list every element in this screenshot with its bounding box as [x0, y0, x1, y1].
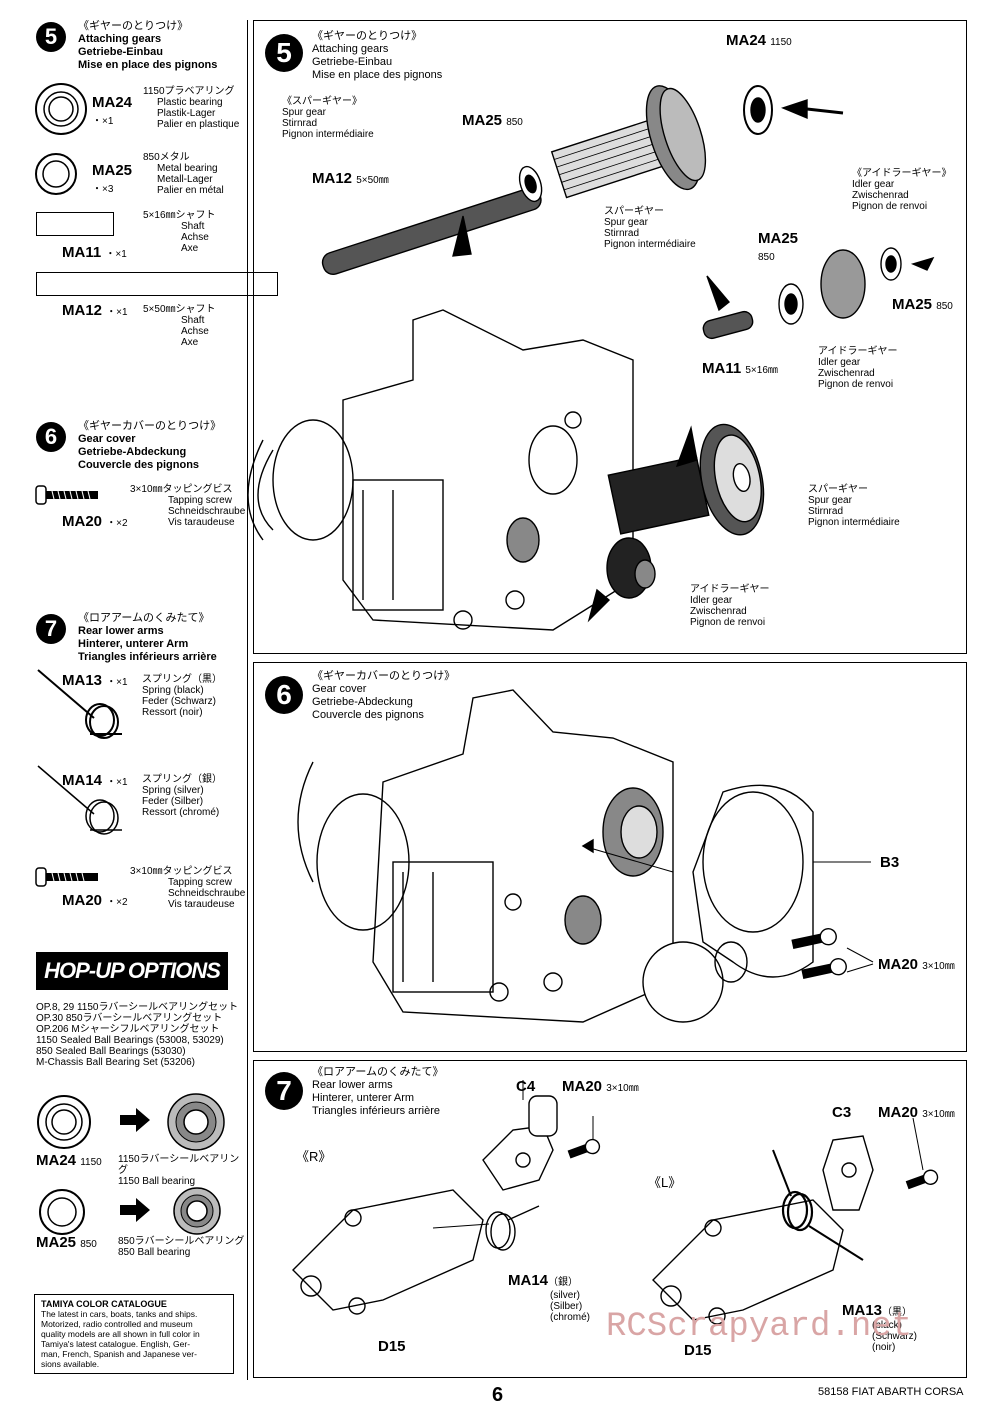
hopup-ma25-desc: 850ラバーシールベアリング 850 Ball bearing [118, 1236, 245, 1258]
step-7-badge: 7 [36, 614, 66, 644]
part-ma12-desc: 5×50㎜シャフト Shaft Achse Axe [143, 304, 216, 348]
panel-5-illustration [247, 85, 935, 631]
p7-c4-label: C4 [516, 1078, 536, 1095]
panel-7-illustration [292, 1080, 939, 1325]
bearing-ma25-icon [39, 1189, 85, 1235]
panel-5-badge: 5 [265, 34, 303, 72]
step-5-fr-title: Mise en place des pignons [78, 59, 218, 71]
p6-b3-label: B3 [880, 854, 900, 871]
p7-l-label: 《L》 [648, 1175, 682, 1190]
p7-d15b-label: D15 [684, 1342, 712, 1359]
p7-ma14-label: MA14（銀） (silver) (Silber) (chromé) [508, 1272, 591, 1323]
screw-ma20-icon [35, 485, 98, 505]
bearing-ma24-icon [35, 83, 87, 135]
catalogue-title: TAMIYA COLOR CATALOGUE [41, 1299, 167, 1309]
part-ma25-code: MA25・×3 [92, 162, 133, 195]
p7-r-label: 《R》 [296, 1149, 332, 1164]
p5-ma24-label: MA24 1150 [726, 32, 792, 49]
bearing-ma24-icon [37, 1095, 91, 1149]
p7-ma20a-label: MA20 3×10㎜ [562, 1078, 639, 1095]
part-ma12-code: MA12 ・×1 [62, 302, 128, 319]
catalogue-text: The latest in cars, boats, tanks and shi… [41, 1309, 200, 1369]
screw-ma20-icon [35, 867, 98, 887]
model-name: 58158 FIAT ABARTH CORSA [818, 1386, 964, 1398]
step-5-en-title: Attaching gears [78, 33, 162, 45]
panel-6-badge: 6 [265, 676, 303, 714]
panel-6-heading: 《ギヤーカバーのとりつけ》 Gear cover Getriebe-Abdeck… [312, 670, 456, 721]
hopup-ma24-code: MA24 1150 [36, 1152, 102, 1169]
part-ma25-desc: 850メタル Metal bearing Metall-Lager Palier… [143, 152, 224, 196]
spring-ma14-icon [37, 765, 122, 835]
page-number: 6 [492, 1384, 504, 1406]
part-ma20-code-2: MA20 ・×2 [62, 892, 128, 909]
hopup-banner: HOP-UP OPTIONS [36, 952, 228, 990]
p7-ma20b-label: MA20 3×10㎜ [878, 1104, 955, 1121]
p7-d15a-label: D15 [378, 1338, 406, 1355]
part-ma14-code: MA14 ・×1 [62, 772, 128, 789]
shaft-ma12-icon [36, 272, 278, 296]
ball-bearing-850-icon [173, 1187, 221, 1235]
panel-step-5 [253, 20, 967, 654]
arrow-right-icon [120, 1198, 150, 1222]
p5-ma12-label: MA12 5×50㎜ [312, 170, 389, 187]
hopup-list: OP.8, 29 1150ラバーシールベアリングセット OP.30 850ラバー… [36, 1002, 239, 1068]
part-ma24-code: MA24・×1 [92, 94, 133, 127]
ball-bearing-1150-icon [167, 1093, 225, 1151]
p5-ma25c-label: MA25 850 [892, 296, 953, 313]
step-5-badge: 5 [36, 22, 66, 52]
hopup-ma25-code: MA25 850 [36, 1234, 97, 1251]
catalogue-box: TAMIYA COLOR CATALOGUE The latest in car… [34, 1294, 234, 1374]
hopup-ma24-desc: 1150ラバーシールベアリング 1150 Ball bearing [118, 1154, 240, 1187]
part-ma14-desc: スプリング（銀） Spring (silver) Feder (Silber) … [142, 774, 222, 818]
part-ma20-desc: 3×10㎜タッピングビス Tapping screw Schneidschrau… [130, 484, 246, 528]
panel-step-7 [253, 1060, 967, 1378]
step-5-de-title: Getriebe-Einbau [78, 46, 163, 58]
part-ma13-code: MA13 ・×1 [62, 672, 128, 689]
step-6-left-heading: 《ギヤーカバーのとりつけ》 Gear cover Getriebe-Abdeck… [78, 420, 222, 471]
panel-5-heading: 《ギヤーのとりつけ》 Attaching gears Getriebe-Einb… [312, 30, 443, 81]
panel-7-heading: 《ロアアームのくみたて》 Rear lower arms Hinterer, u… [312, 1066, 444, 1117]
panel-step-6 [253, 662, 967, 1052]
panel-7-badge: 7 [265, 1072, 303, 1110]
part-ma24-desc: 1150プラベアリング Plastic bearing Plastik-Lage… [143, 86, 240, 130]
p7-ma13-label: MA13（黒） (black) (Schwarz) (noir) [842, 1302, 918, 1353]
watermark: RCScrapyard.net [606, 1308, 913, 1346]
part-ma20-desc-2: 3×10㎜タッピングビス Tapping screw Schneidschrau… [130, 866, 246, 910]
part-ma13-desc: スプリング（黒） Spring (black) Feder (Schwarz) … [142, 674, 222, 718]
step-5-jp-title: 《ギヤーのとりつけ》 [78, 20, 189, 32]
arrow-right-icon [120, 1108, 150, 1132]
step-5-left-heading: 《ギヤーのとりつけ》 Attaching gears Getriebe-Einb… [78, 20, 217, 72]
step-6-badge: 6 [36, 422, 66, 452]
part-ma20-code: MA20 ・×2 [62, 513, 128, 530]
bearing-ma25-icon [35, 153, 77, 195]
p5-ma11-label: MA11 5×16㎜ [702, 360, 778, 377]
part-ma11-desc: 5×16㎜シャフト Shaft Achse Axe [143, 210, 216, 254]
column-divider [247, 20, 248, 1380]
panel-6-illustration [297, 689, 874, 1023]
p7-c3-label: C3 [832, 1104, 852, 1121]
p5-ma25a-label: MA25 850 [462, 112, 523, 129]
part-ma11-code: MA11 ・×1 [62, 244, 127, 261]
step-7-left-heading: 《ロアアームのくみたて》 Rear lower arms Hinterer, u… [78, 612, 217, 663]
spring-ma13-icon [37, 669, 122, 739]
shaft-ma11-icon [36, 212, 114, 236]
p6-ma20-label: MA20 3×10㎜ [878, 956, 955, 973]
